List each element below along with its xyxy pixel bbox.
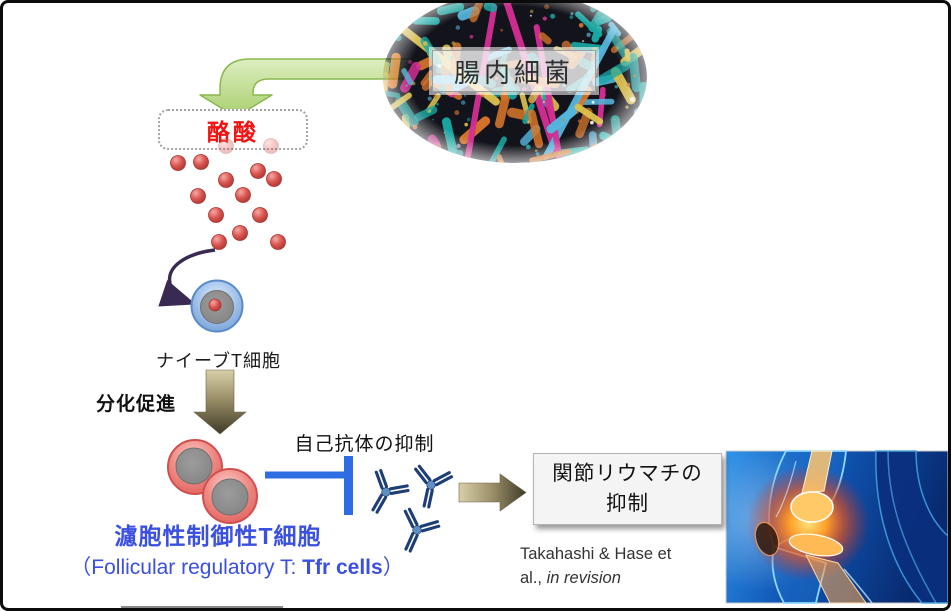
butyrate-dot (250, 163, 266, 179)
citation-line2: al., in revision (520, 567, 715, 591)
butyrate-dot (252, 207, 268, 223)
naive-t-cell-label: ナイーブT細胞 (156, 351, 281, 371)
outcome-arrow (458, 473, 527, 512)
butyrate-label: 酪酸 (207, 118, 259, 145)
citation-line1: Takahashi & Hase et (520, 545, 672, 563)
uptake-curved-arrow (158, 248, 216, 307)
tfr-cells-graphic (167, 439, 258, 524)
tfr-en-prefix: （Follicular regulatory T: (70, 556, 303, 579)
tfr-en-bold: Tfr cells (302, 556, 383, 579)
butyrate-dot (193, 154, 209, 170)
outcome-line1: 関節リウマチの (552, 462, 703, 486)
citation-line2-italic: in revision (546, 568, 621, 587)
citation: Takahashi & Hase et al., in revision (520, 543, 715, 591)
autoantibody-suppression-label: 自己抗体の抑制 (294, 434, 435, 455)
butyrate-dot (232, 225, 248, 241)
citation-line2-prefix: al., (520, 568, 547, 587)
butyrate-dot (218, 172, 234, 188)
tfr-cells-label-jp: 濾胞性制御性T細胞 (114, 523, 322, 549)
butyrate-dots (170, 138, 286, 250)
outcome-line2: 抑制 (606, 492, 649, 515)
gut-bacteria-label: 腸内細菌 (432, 50, 596, 92)
butyrate-dot (208, 298, 222, 312)
differentiation-arrow (193, 369, 247, 435)
antibody-icon (405, 462, 456, 513)
tfr-en-suffix: ） (382, 556, 404, 579)
naive-t-cell-graphic (190, 279, 244, 333)
butyrate-dot (266, 171, 282, 187)
antibody-icon (356, 465, 414, 523)
footer-line (121, 606, 283, 608)
inhibition-bar (265, 456, 353, 515)
butyrate-dot (170, 155, 186, 171)
butyrate-dot (211, 234, 227, 250)
tfr-cells-label-en: （Follicular regulatory T: Tfr cells） (6, 551, 468, 581)
butyrate-dot (235, 187, 251, 203)
butyrate-dot (270, 234, 286, 250)
differentiation-label: 分化促進 (96, 394, 177, 415)
outcome-box: 関節リウマチの 抑制 (533, 453, 722, 525)
butyrate-box: 酪酸 (158, 109, 308, 150)
butyrate-dot (208, 207, 224, 223)
butyrate-dot (190, 188, 206, 204)
